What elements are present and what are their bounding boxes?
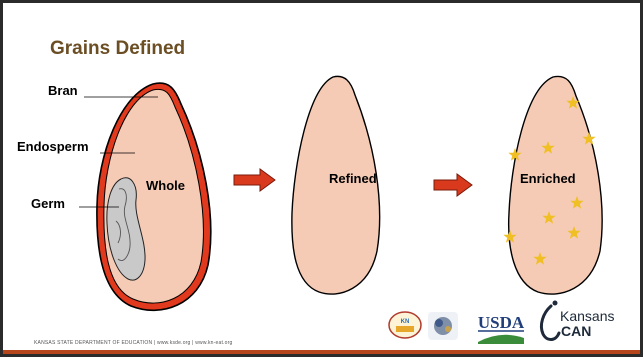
whole-kernel [79, 83, 211, 310]
svg-text:KN: KN [401, 319, 410, 325]
usda-logo: USDA [478, 313, 525, 344]
kansans-can-logo: Kansans CAN [541, 301, 614, 340]
arrow-whole-to-refined [234, 169, 275, 191]
bottom-bar [3, 350, 640, 354]
refined-label: Refined [329, 171, 377, 186]
child-nutrition-logo [428, 312, 458, 340]
slide: Grains Defined KN [3, 3, 640, 354]
kneat-logo: KN [389, 312, 421, 338]
kansans-logo-text: Kansans [560, 308, 614, 324]
usda-logo-text: USDA [478, 313, 525, 332]
arrow-refined-to-enriched [434, 174, 472, 196]
footer-text: KANSAS STATE DEPARTMENT OF EDUCATION | w… [34, 340, 232, 346]
bran-label: Bran [48, 83, 78, 98]
germ-label: Germ [31, 196, 65, 211]
endosperm-label: Endosperm [17, 139, 89, 154]
enriched-label: Enriched [520, 171, 576, 186]
whole-label: Whole [146, 178, 185, 193]
can-logo-text: CAN [561, 323, 591, 339]
